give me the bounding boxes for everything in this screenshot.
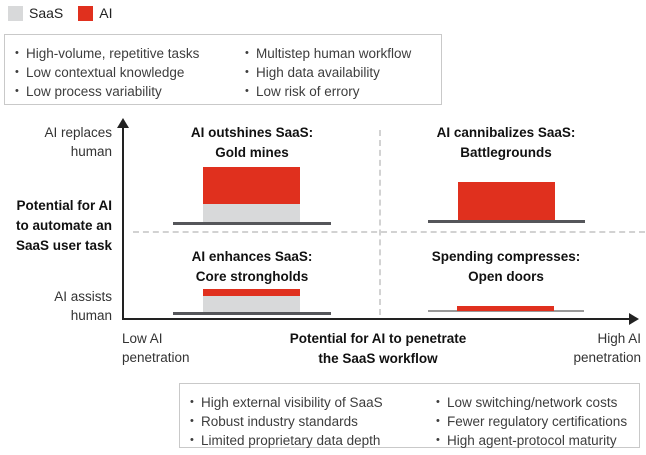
ai-bar-segment	[203, 289, 300, 296]
y-axis-line	[122, 126, 124, 319]
penetration-criteria-col1: High external visibility of SaaS Robust …	[190, 393, 418, 450]
penetration-criteria-col2: Low switching/network costs Fewer regula…	[436, 393, 627, 450]
ai-legend-swatch	[78, 5, 94, 21]
saas-legend-label: SaaS	[29, 5, 64, 21]
y-axis-max-label: AI replaces human	[44, 125, 112, 159]
baseline-bottom-right	[428, 310, 584, 312]
legend: SaaS AI	[8, 5, 121, 21]
y-axis-min-label: AI assists human	[54, 289, 112, 323]
criteria-item: Low contextual knowledge	[15, 63, 227, 82]
ai-legend-label: AI	[99, 5, 113, 21]
criteria-item: Multistep human workflow	[245, 44, 411, 63]
y-axis-title: Potential for AI to automate an SaaS use…	[15, 198, 112, 253]
bar-top-right	[458, 182, 555, 220]
criteria-item: High agent-protocol maturity	[436, 431, 627, 450]
x-axis-arrowhead	[629, 313, 639, 325]
baseline-top-left	[173, 222, 331, 225]
criteria-item: Low risk of errory	[245, 82, 411, 101]
x-axis-line	[122, 318, 631, 320]
criteria-item: High external visibility of SaaS	[190, 393, 418, 412]
x-axis-min-label: Low AI penetration	[122, 331, 190, 365]
baseline-top-right	[428, 220, 585, 223]
criteria-item: Low switching/network costs	[436, 393, 627, 412]
criteria-item: Robust industry standards	[190, 412, 418, 431]
criteria-item: High data availability	[245, 63, 411, 82]
ai-bar-segment	[203, 167, 300, 204]
quadrant-title-gold-mines: AI outshines SaaS: Gold mines	[190, 125, 314, 160]
criteria-item: Low process variability	[15, 82, 227, 101]
bar-bottom-left	[203, 289, 300, 312]
vertical-quadrant-divider	[379, 130, 381, 315]
criteria-item: Fewer regulatory certifications	[436, 412, 627, 431]
bar-top-left	[203, 167, 300, 222]
x-axis-title: Potential for AI to penetrate the SaaS w…	[289, 331, 467, 366]
saas-bar-segment	[203, 204, 300, 222]
baseline-bottom-left	[173, 312, 331, 315]
automation-criteria-box: High-volume, repetitive tasks Low contex…	[4, 34, 442, 105]
criteria-item: Limited proprietary data depth	[190, 431, 418, 450]
saas-legend-swatch	[8, 5, 23, 21]
quadrant-title-open-doors: Spending compresses: Open doors	[431, 249, 581, 284]
saas-bar-segment	[203, 296, 300, 312]
ai-bar-segment	[458, 182, 555, 220]
x-axis-max-label: High AI penetration	[573, 331, 641, 365]
quadrant-title-core-strongholds: AI enhances SaaS: Core strongholds	[191, 249, 313, 284]
automation-criteria-col1: High-volume, repetitive tasks Low contex…	[15, 44, 227, 101]
ai-bar-segment	[457, 306, 554, 311]
horizontal-quadrant-divider	[133, 231, 645, 233]
y-axis-arrowhead	[117, 118, 129, 128]
automation-criteria-col2: Multistep human workflow High data avail…	[245, 44, 411, 101]
quadrant-title-battlegrounds: AI cannibalizes SaaS: Battlegrounds	[436, 125, 576, 160]
bar-bottom-right	[457, 306, 554, 311]
criteria-item: High-volume, repetitive tasks	[15, 44, 227, 63]
penetration-criteria-box: High external visibility of SaaS Robust …	[179, 383, 640, 450]
